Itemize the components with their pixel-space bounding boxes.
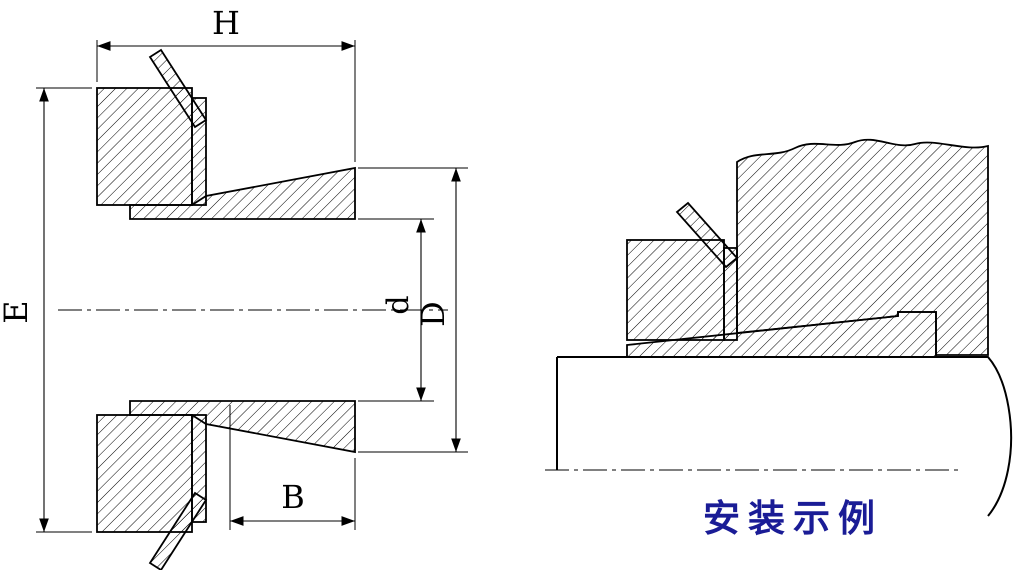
dimension-label-H: H	[212, 4, 240, 42]
installation-caption: 安装示例	[703, 497, 883, 540]
dimension-H: H	[96, 4, 356, 162]
dimension-label-D: D	[414, 301, 452, 327]
lockwasher-tab-top	[148, 48, 208, 129]
installed-lockwasher-tab	[675, 201, 739, 269]
installed-locknut	[626, 239, 725, 341]
dimension-label-d: d	[381, 295, 416, 314]
mounted-hub-section	[736, 138, 989, 356]
dimension-label-B: B	[281, 478, 305, 516]
installation-view: 安装示例	[545, 138, 1013, 540]
adapter-sleeve-section-bottom	[129, 400, 356, 454]
locknut-section-top	[96, 87, 193, 206]
lockwasher-tab-bottom	[148, 491, 208, 570]
shaft-outline	[557, 356, 1013, 517]
dimension-d: d	[358, 218, 434, 402]
dimension-B: B	[229, 405, 356, 530]
section-view: H E d D	[0, 4, 468, 570]
adapter-sleeve-section-top	[129, 166, 356, 220]
dimension-E: E	[0, 87, 92, 533]
dimension-D: D	[358, 167, 468, 453]
dimension-label-E: E	[0, 300, 35, 323]
locknut-section-bottom	[96, 414, 193, 533]
